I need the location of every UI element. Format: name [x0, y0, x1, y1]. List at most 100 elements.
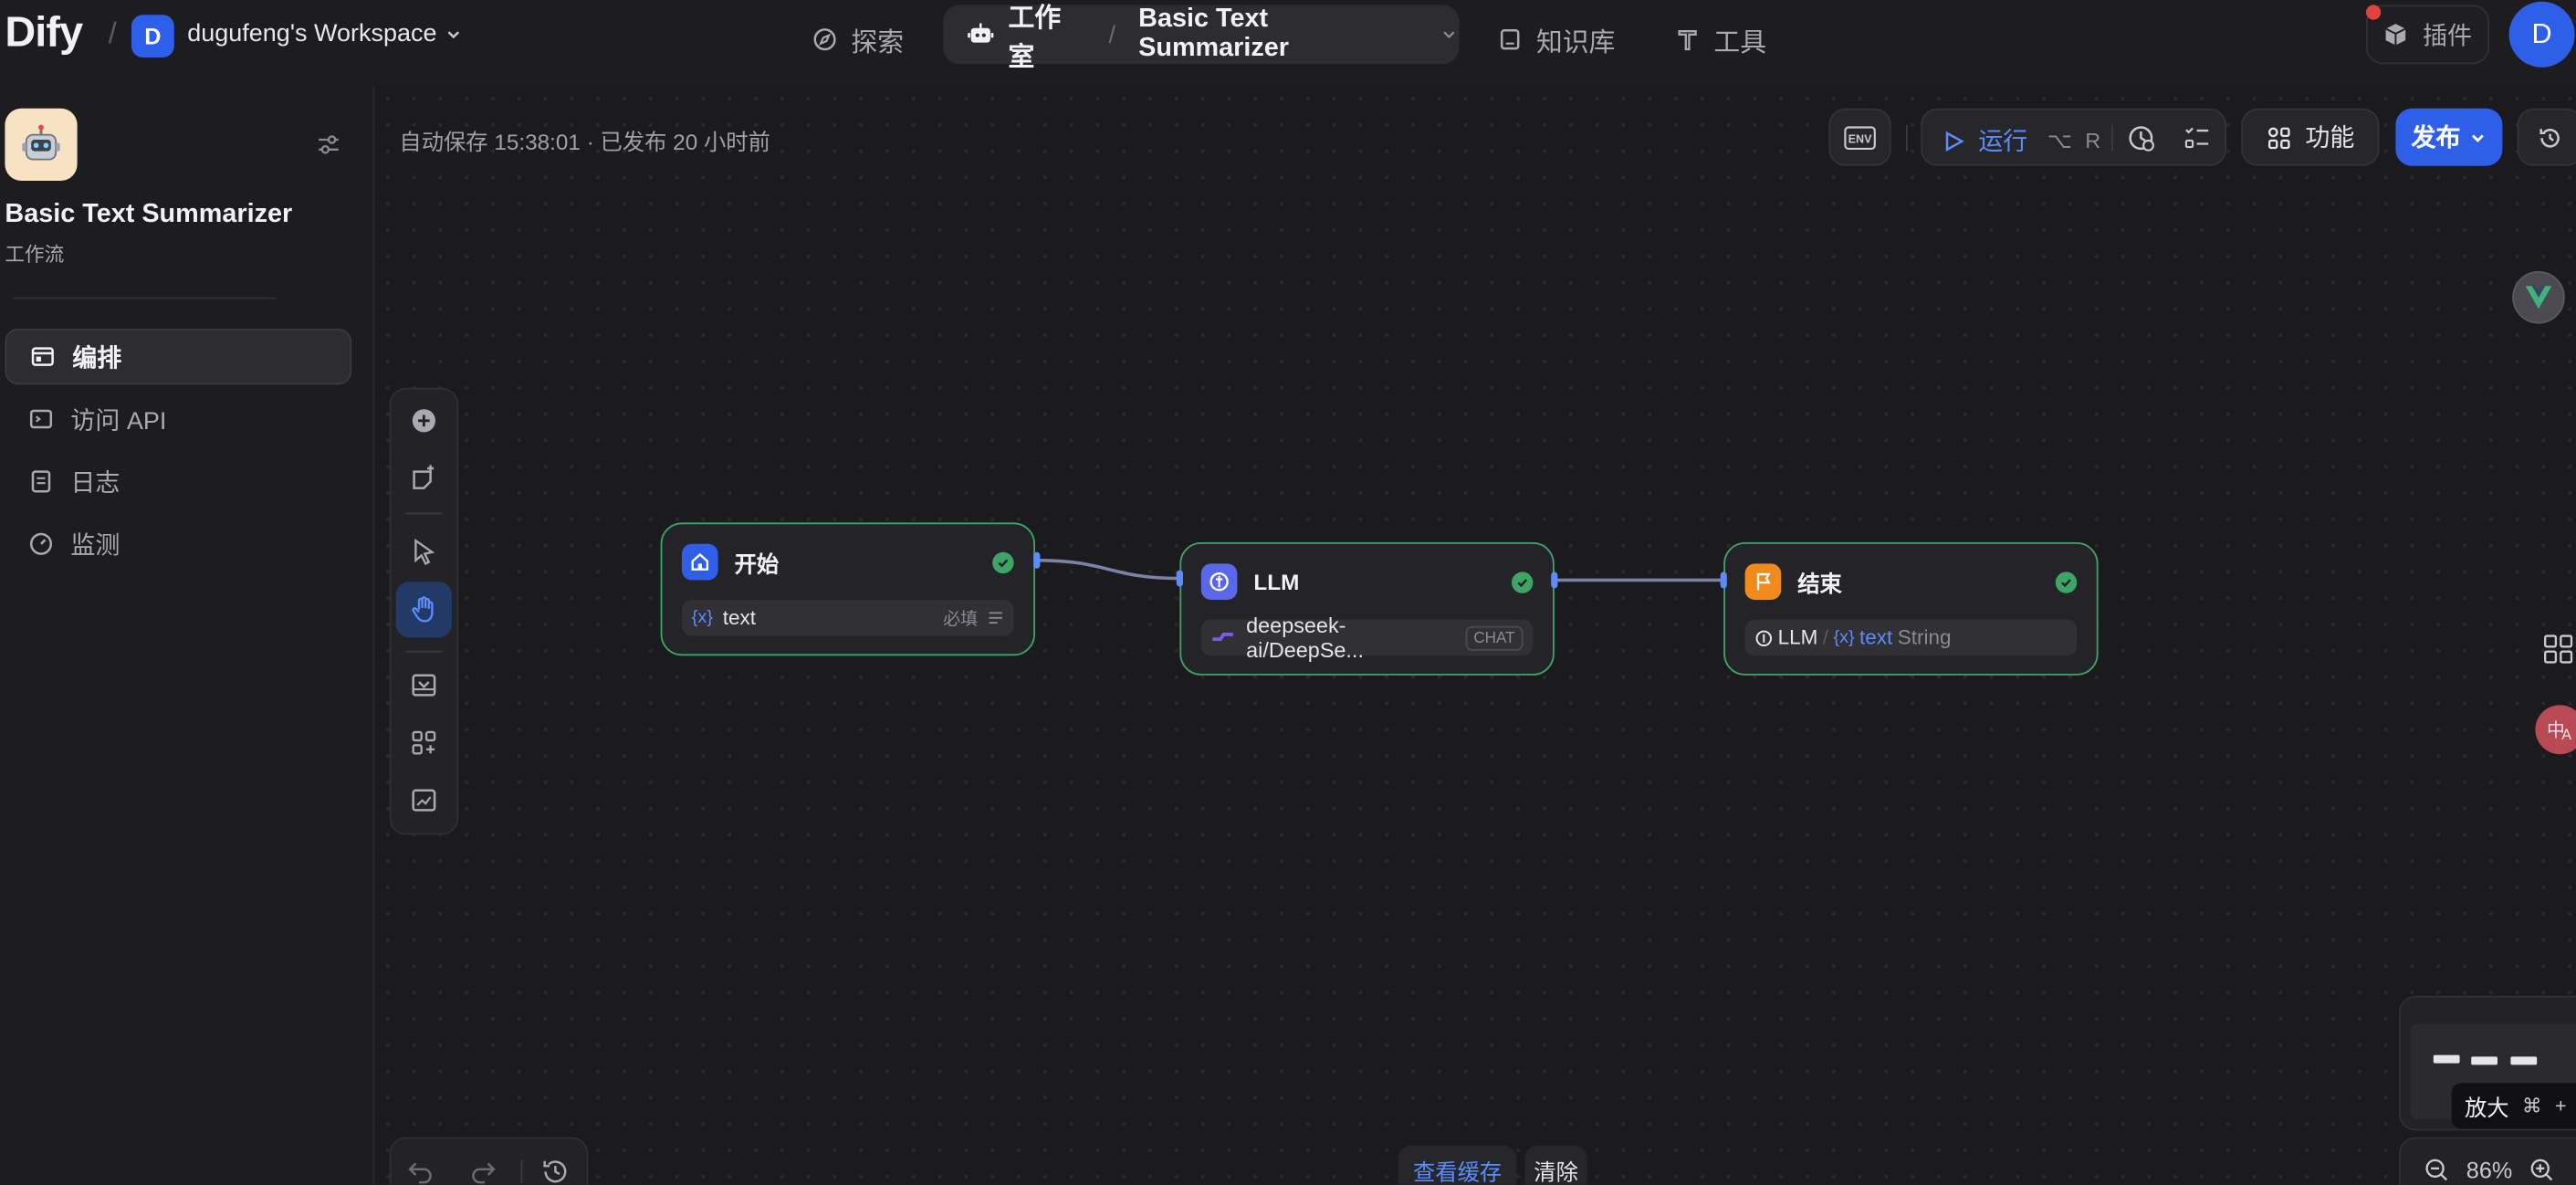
vue-devtools-icon[interactable]	[2512, 271, 2565, 324]
output-type: String	[1897, 625, 1952, 649]
robot-icon	[968, 23, 994, 43]
version-history-button[interactable]	[2517, 108, 2576, 166]
zoom-level[interactable]: 86%	[2466, 1157, 2513, 1183]
nav-studio[interactable]: 工作室 / Basic Text Summarizer	[943, 5, 1460, 72]
shortcut-alt: ⌥	[2047, 127, 2072, 152]
nav-explore-label: 探索	[851, 29, 905, 58]
end-flag-icon	[1744, 563, 1782, 600]
check-icon	[992, 551, 1014, 574]
end-output-row[interactable]: LLM / {x} text String	[1744, 619, 2078, 656]
path-separator: /	[1822, 625, 1829, 649]
end-input-handle[interactable]	[1720, 572, 1727, 589]
workspace-avatar[interactable]: D	[131, 15, 174, 58]
dify-logo[interactable]: Dify	[5, 6, 83, 57]
hand-tool-active-bg	[395, 582, 452, 638]
llm-output-handle[interactable]	[1551, 572, 1558, 589]
organize-nodes-icon[interactable]	[409, 728, 438, 757]
llm-small-icon	[1755, 629, 1773, 646]
nav-knowledge-label: 知识库	[1536, 29, 1616, 58]
breadcrumb-separator: /	[108, 16, 117, 49]
sidebar-item-monitor[interactable]: 监测	[5, 516, 351, 572]
model-name: deepseek-ai/DeepSe...	[1246, 613, 1364, 663]
clear-cache-button[interactable]: 清除	[1524, 1145, 1587, 1185]
sidebar-item-label: 访问 API	[70, 406, 167, 435]
nav-knowledge[interactable]: 知识库	[1497, 20, 1616, 59]
apps-icon	[2267, 126, 2290, 149]
undo-redo-controls	[389, 1137, 589, 1185]
edge-start-llm	[1036, 558, 1182, 581]
toolbox-divider	[405, 650, 443, 653]
minimap-toggle-icon[interactable]	[409, 785, 438, 814]
run-button[interactable]: 运行 ⌥ R	[1942, 123, 2100, 158]
nav-studio-label: 工作室	[1008, 5, 1062, 73]
deepseek-icon	[1212, 633, 1233, 642]
plugins-button[interactable]: 插件	[2366, 5, 2489, 65]
zoom-out-icon[interactable]	[2424, 1157, 2450, 1183]
robot-emoji-icon	[22, 124, 60, 161]
zoom-in-icon[interactable]	[2529, 1157, 2555, 1183]
undo-icon[interactable]	[406, 1157, 435, 1185]
run-history-icon[interactable]	[2126, 123, 2155, 161]
start-variable-row[interactable]: {x} text 必填	[682, 600, 1014, 636]
toolbar-divider	[2111, 124, 2113, 152]
workspace-switcher[interactable]: dugufeng's Workspace	[187, 19, 463, 48]
model-mode-badge: CHAT	[1465, 624, 1524, 650]
nav-explore[interactable]: 探索	[812, 20, 904, 59]
terminal-icon	[29, 409, 53, 429]
apps-grid-icon[interactable]	[2540, 631, 2576, 667]
required-badge: 必填	[943, 608, 978, 629]
book-icon	[1500, 29, 1520, 50]
sidebar-item-orchestrate[interactable]: 编排	[5, 329, 352, 385]
nav-tools[interactable]: 工具	[1674, 20, 1766, 59]
features-button[interactable]: 功能	[2241, 108, 2380, 166]
check-icon	[2055, 572, 2078, 593]
nav-tools-label: 工具	[1713, 29, 1767, 58]
svg-text:ENV: ENV	[1848, 132, 1872, 145]
features-label: 功能	[2305, 124, 2355, 153]
start-output-handle[interactable]	[1033, 551, 1041, 569]
sidebar-item-label: 编排	[72, 344, 122, 372]
chevron-down-icon	[447, 30, 459, 38]
llm-input-handle[interactable]	[1176, 570, 1183, 587]
checklist-icon[interactable]	[2182, 123, 2211, 161]
sidebar-item-label: 监测	[70, 531, 120, 560]
node-title: 结束	[1797, 572, 1842, 597]
export-image-icon[interactable]	[409, 670, 438, 699]
plugins-label: 插件	[2423, 22, 2473, 50]
redo-icon[interactable]	[468, 1157, 497, 1185]
hammer-icon	[1678, 30, 1697, 51]
sidebar-item-logs[interactable]: 日志	[5, 454, 351, 509]
history-icon[interactable]	[540, 1157, 570, 1185]
add-note-icon[interactable]	[409, 464, 438, 493]
node-start[interactable]: 开始 {x} text 必填	[660, 522, 1035, 656]
notification-dot	[2366, 5, 2382, 20]
node-title: LLM	[1253, 569, 1300, 594]
play-icon	[1945, 130, 1964, 152]
compass-icon	[813, 28, 836, 51]
add-node-icon[interactable]	[409, 406, 438, 435]
node-header: LLM	[1200, 563, 1300, 600]
env-icon: ENV	[1844, 125, 1876, 150]
chevron-down-icon	[2471, 133, 2483, 142]
sidebar-item-api[interactable]: 访问 API	[5, 391, 351, 446]
current-app-name[interactable]: Basic Text Summarizer	[1138, 5, 1290, 63]
document-icon	[31, 470, 51, 493]
home-icon	[682, 543, 718, 581]
svg-text:A: A	[2561, 727, 2571, 743]
env-button[interactable]: ENV	[1828, 108, 1891, 166]
view-cache-button[interactable]: 查看缓存	[1398, 1145, 1517, 1185]
workspace-name: dugufeng's Workspace	[187, 19, 437, 48]
app-settings-icon[interactable]	[316, 131, 342, 166]
user-avatar[interactable]: D	[2508, 1, 2575, 68]
check-icon	[1512, 572, 1534, 593]
publish-button[interactable]: 发布	[2395, 108, 2503, 166]
llm-model-row[interactable]: deepseek-ai/DeepSe... CHAT	[1200, 613, 1534, 662]
node-end[interactable]: 结束 LLM / {x} text String	[1723, 542, 2099, 676]
node-llm[interactable]: LLM deepseek-ai/DeepSe... CHAT	[1179, 542, 1555, 676]
node-title: 开始	[734, 551, 780, 577]
pointer-icon[interactable]	[409, 538, 438, 567]
chevron-down-icon[interactable]	[1440, 25, 1459, 45]
minimap-node	[2433, 1054, 2460, 1064]
hand-icon[interactable]	[409, 595, 438, 624]
